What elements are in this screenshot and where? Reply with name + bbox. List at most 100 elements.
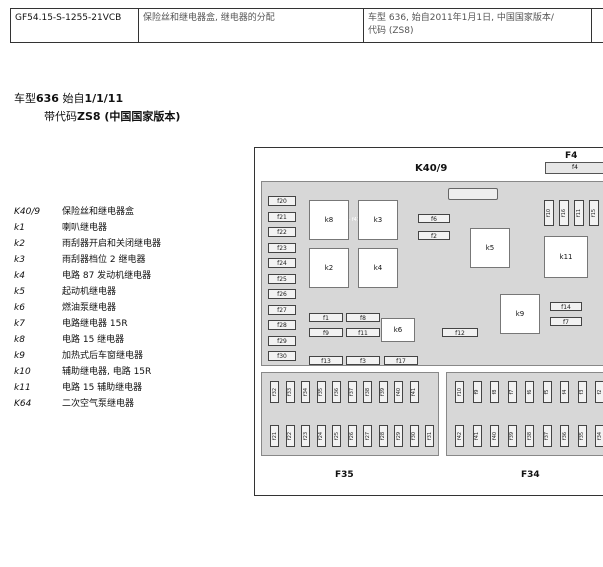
legend-desc: 起动机继电器 [62,287,117,297]
legend-code: K64 [14,399,32,409]
fuse-f15: f15 [589,200,599,226]
fuse-label: f7 [509,389,515,395]
fuse-f23: f23 [268,242,296,253]
fuse-label: f9 [474,389,480,395]
fuse-label: f16 [561,208,567,218]
fuse-f5: f5 [542,381,552,403]
model-info-line2: 代码 (ZS8) [368,26,414,36]
legend-code: K40/9 [14,207,41,217]
fuse-f42: f42 [455,425,464,447]
fuse-f35: f35 [316,381,326,403]
fuse-label: f32 [271,387,278,397]
relay-label: k2 [324,264,334,272]
fuse-label: f10 [546,208,552,218]
fuse-label: f39 [380,387,386,397]
legend-item: k3 雨刮器档位 2 继电器 [14,254,254,270]
legend-desc: 雨刮器档位 2 继电器 [62,255,146,265]
fuse-label: f41 [474,431,480,441]
f34-label: F34 [521,470,540,480]
fuse-f33: f33 [285,381,295,403]
legend-item: k6 燃油泵继电器 [14,302,254,318]
relay-k3: k3 [358,200,398,240]
relay-k6: k6 [381,318,415,342]
legend-code: k2 [14,239,25,249]
fuse-label: f30 [411,431,417,441]
fuse-label: f15 [591,208,597,218]
fuse-f37: f37 [542,425,552,447]
legend-desc: 电路 87 发动机继电器 [62,271,152,281]
legend-item: k5 起动机继电器 [14,286,254,302]
relay-k2: k2 [309,248,349,288]
fuse-f14: f14 [550,302,582,311]
fuse-f41: f41 [472,425,482,447]
fuse-label: f35 [579,431,585,441]
legend-code: k9 [14,351,25,361]
fuse-label: f6 [526,389,533,395]
doc-id: GF54.15-S-1255-21VCB [11,9,139,42]
fuse-f24: f24 [268,258,296,268]
fuse-f11: f11 [574,200,584,226]
fuse-label: f34 [302,387,309,397]
fuse-label: f42 [456,431,463,441]
legend-code: k5 [14,287,25,297]
legend-code: k3 [14,255,25,265]
legend-desc: 电路继电器 15R [62,319,128,329]
fuse-label: f10 [456,387,463,397]
fuse-f1: f1 [309,313,343,322]
legend-code: k4 [14,271,25,281]
fuse-f2: f2 [418,231,450,240]
fuse-label: f40 [491,431,498,441]
fuse-f29: f29 [394,425,403,447]
legend-code: k1 [14,223,25,233]
fuse-label: f38 [526,431,533,441]
fuse-label: f5 [544,389,550,395]
fuse-label: f39 [509,431,515,441]
fuse-f11: f11 [346,328,380,337]
fuse-f26: f26 [347,425,357,447]
fuse-f28: f28 [378,425,388,447]
fuse-label: f28 [380,431,386,441]
legend-desc: 电路 15 继电器 [62,335,125,345]
fuse-f26: f26 [268,289,296,299]
range-label: f3 - f41 [342,217,361,223]
legend-desc: 喇叭继电器 [62,223,108,233]
fuse-label: f24 [318,431,324,441]
fuse-f7: f7 [507,381,517,403]
fuse-f17: f17 [384,356,418,365]
fuse-f28: f28 [268,320,296,330]
legend-code: k6 [14,303,25,313]
fuse-f39: f39 [378,381,388,403]
fuse-f22: f22 [268,227,296,237]
fuse-label: f27 [364,431,371,441]
f35-label: F35 [335,470,354,480]
heading-model-prefix: 车型 [14,92,36,105]
fuse-f2: f2 [595,381,603,403]
relay-label: k9 [515,310,525,318]
relay-k9: k9 [500,294,540,334]
connector [448,188,498,200]
fuse-f21: f21 [270,425,279,447]
heading-code-suffix: (中国国家版本) [100,110,181,123]
fuse-f3: f3 [577,381,587,403]
legend-item: k1 喇叭继电器 [14,222,254,238]
fuse-f7: f7 [550,317,582,326]
fuse-f32: f32 [270,381,279,403]
fuse-label: f21 [271,431,278,441]
heading-model-number: 636 [36,92,59,105]
f4-label: F4 [565,151,578,161]
legend-desc: 加热式后车窗继电器 [62,351,144,361]
fuse-f25: f25 [268,273,296,284]
legend-code: k11 [14,383,31,393]
doc-subject: 保险丝和继电器盒, 继电器的分配 [139,9,364,42]
fuse-f13: f13 [309,356,343,365]
relay-label: k5 [485,244,495,252]
fuse-f41: f41 [409,381,419,403]
f4-fuse: f4 [545,162,603,174]
legend-desc: 燃油泵继电器 [62,303,117,313]
fuse-f38: f38 [363,381,372,403]
fuse-f34: f34 [301,381,310,403]
fuse-label: f22 [287,431,293,441]
